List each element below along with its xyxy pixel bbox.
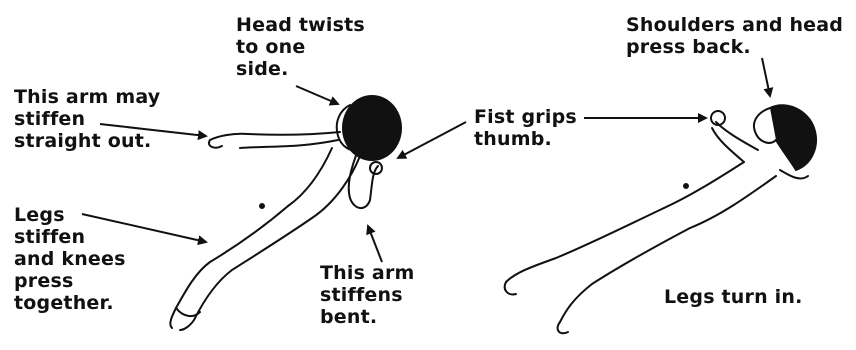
label-arm-straight-line1: This arm may bbox=[14, 86, 160, 108]
right-torso-bottom bbox=[690, 176, 776, 228]
right-navel bbox=[684, 184, 688, 188]
label-legs-stiffen: Legs stiffen and knees press together. bbox=[14, 204, 126, 314]
left-hand bbox=[209, 140, 222, 148]
arrow-shoulders-head bbox=[762, 58, 770, 96]
right-leg-1 bbox=[506, 208, 664, 282]
left-arm-underside bbox=[240, 140, 338, 148]
right-hair bbox=[770, 105, 816, 170]
right-back-arm bbox=[780, 170, 808, 178]
label-fist-grips: Fist grips thumb. bbox=[474, 106, 577, 150]
arrow-head-twists bbox=[296, 86, 338, 104]
label-shoulders-head-line1: Shoulders and head bbox=[626, 14, 843, 36]
right-foot-1 bbox=[505, 282, 516, 294]
arrow-fist-grips-left bbox=[398, 122, 466, 158]
left-straight-arm bbox=[210, 132, 340, 140]
left-knee bbox=[176, 308, 200, 316]
right-foot-2 bbox=[558, 322, 568, 333]
label-shoulders-head-line2: press back. bbox=[626, 36, 843, 58]
left-navel bbox=[260, 204, 264, 208]
label-arm-stiffens-bent: This arm stiffens bent. bbox=[320, 262, 415, 328]
label-arm-stiffen-straight: This arm may stiffen straight out. bbox=[14, 86, 160, 152]
right-torso-top bbox=[664, 162, 744, 208]
right-raised-arm bbox=[716, 122, 758, 150]
left-torso-top bbox=[288, 148, 332, 206]
label-legs-stiffen-line5: together. bbox=[14, 292, 126, 314]
label-head-twists-line2: to one bbox=[236, 36, 365, 58]
label-head-twists-line3: side. bbox=[236, 58, 365, 80]
label-legs-stiffen-line1: Legs bbox=[14, 204, 126, 226]
label-legs-stiffen-line4: press bbox=[14, 270, 126, 292]
label-legs-turn-in-line1: Legs turn in. bbox=[664, 286, 803, 308]
arrow-arm-bent bbox=[368, 226, 382, 262]
label-head-twists: Head twists to one side. bbox=[236, 14, 365, 80]
label-fist-grips-line2: thumb. bbox=[474, 128, 577, 150]
label-arm-bent-line3: bent. bbox=[320, 306, 415, 328]
label-arm-straight-line2: stiffen bbox=[14, 108, 160, 130]
callout-arrows bbox=[82, 58, 770, 262]
label-legs-stiffen-line2: stiffen bbox=[14, 226, 126, 248]
label-arm-bent-line1: This arm bbox=[320, 262, 415, 284]
left-leg-1 bbox=[170, 206, 288, 328]
label-arm-bent-line2: stiffens bbox=[320, 284, 415, 306]
label-shoulders-head: Shoulders and head press back. bbox=[626, 14, 843, 58]
left-head-hair bbox=[342, 95, 402, 161]
label-legs-stiffen-line3: and knees bbox=[14, 248, 126, 270]
label-fist-grips-line1: Fist grips bbox=[474, 106, 577, 128]
label-legs-turn-in: Legs turn in. bbox=[664, 286, 803, 308]
label-arm-straight-line3: straight out. bbox=[14, 130, 160, 152]
label-head-twists-line1: Head twists bbox=[236, 14, 365, 36]
